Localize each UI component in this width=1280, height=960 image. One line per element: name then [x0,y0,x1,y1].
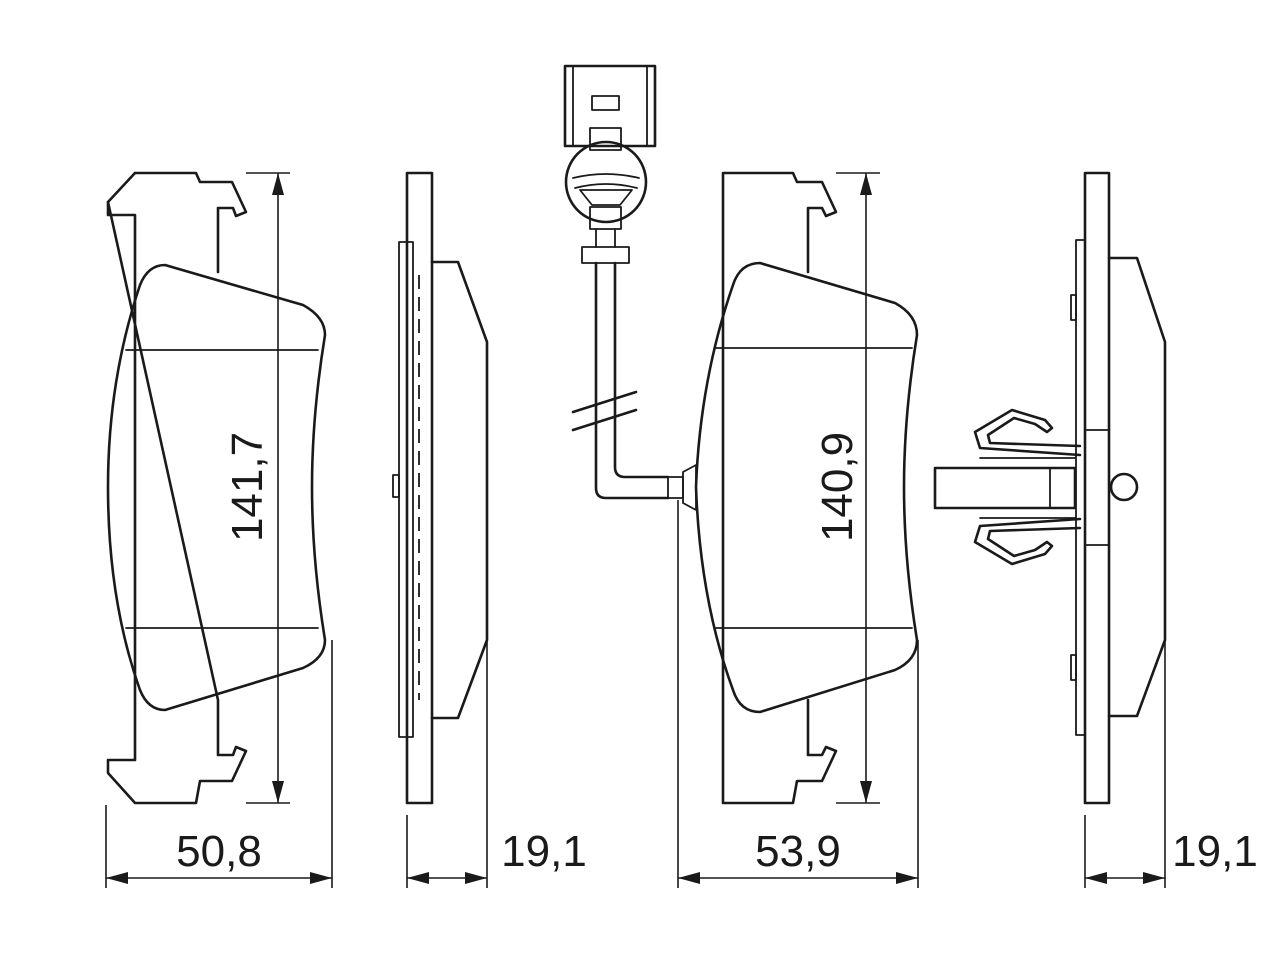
pad-1-height-label: 141,7 [223,432,272,542]
pad-1-front-view [106,171,327,805]
pad-1-width-label: 50,8 [176,827,262,876]
dimension-lines [105,172,1166,888]
pad-2-front-view [682,171,919,805]
pad-1-thickness-label: 19,1 [501,827,587,876]
pad-2-height-label: 140,9 [813,432,862,542]
wear-sensor [563,64,684,500]
pad-2-thickness-label: 19,1 [1172,827,1258,876]
pad-2-width-label: 53,9 [755,827,841,876]
pad-1-side-view [392,171,489,805]
pad-2-side-view [933,171,1167,805]
